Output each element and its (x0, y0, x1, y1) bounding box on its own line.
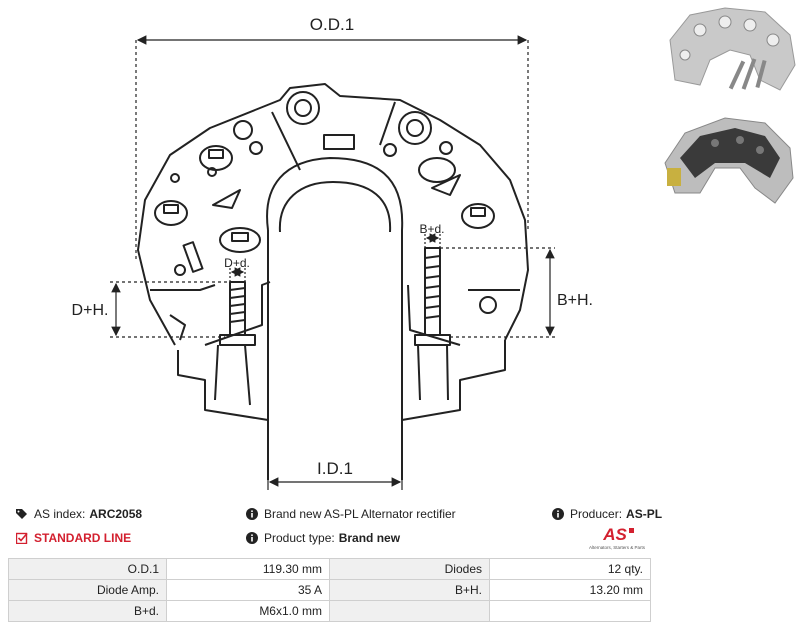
description-row: Brand new AS-PL Alternator rectifier (246, 507, 456, 521)
spec-value: 119.30 mm (166, 558, 330, 580)
logo-mark: AS (602, 525, 627, 544)
as-index-row: AS index: ARC2058 (16, 507, 142, 521)
spec-value: 13.20 mm (489, 579, 651, 601)
dim-dh-label: D+H. (72, 302, 109, 319)
spec-label: Diode Amp. (8, 579, 167, 601)
dim-id-label: I.D.1 (317, 459, 353, 478)
spec-label: O.D.1 (8, 558, 167, 580)
table-row: Diode Amp. 35 A B+H. 13.20 mm (8, 579, 651, 601)
table-row: B+d. M6x1.0 mm (8, 600, 651, 622)
standard-line-label: STANDARD LINE (34, 531, 132, 545)
table-row: O.D.1 119.30 mm Diodes 12 qty. (8, 558, 651, 580)
as-index-label: AS index: (34, 507, 86, 521)
producer-value: AS-PL (626, 507, 663, 521)
producer-label: Producer: (570, 507, 623, 521)
dim-od-label: O.D.1 (310, 15, 354, 34)
producer-row: Producer: AS-PL (552, 507, 662, 521)
product-type-label: Product type: (264, 531, 335, 545)
as-pl-logo: AS Alternators, Starters & Parts (589, 525, 646, 550)
technical-drawing: O.D.1 I.D.1 D+H. B+H. D+d. B+d. (72, 15, 593, 490)
description-text: Brand new AS-PL Alternator rectifier (264, 507, 456, 521)
tags-icon (16, 509, 27, 519)
spec-value: M6x1.0 mm (166, 600, 330, 622)
spec-label: B+d. (8, 600, 167, 622)
as-index-value: ARC2058 (89, 507, 143, 521)
product-photo-bottom[interactable] (655, 108, 800, 223)
specs-table: O.D.1 119.30 mm Diodes 12 qty. Diode Amp… (8, 558, 651, 622)
product-type-value: Brand new (338, 531, 401, 545)
spec-value (489, 600, 651, 622)
spec-value: 35 A (166, 579, 330, 601)
dim-dd-label: D+d. (224, 256, 250, 270)
product-photo-top[interactable] (655, 0, 800, 115)
spec-label (329, 600, 490, 622)
info-icon (552, 508, 564, 520)
spec-value: 12 qty. (489, 558, 651, 580)
info-icon (246, 508, 258, 520)
checkbox-icon (16, 532, 28, 544)
spec-label: Diodes (329, 558, 490, 580)
logo-tagline: Alternators, Starters & Parts (589, 545, 646, 550)
standard-line-row: STANDARD LINE (16, 531, 131, 545)
info-icon (246, 532, 258, 544)
spec-label: B+H. (329, 579, 490, 601)
dim-bh-label: B+H. (557, 292, 593, 309)
dim-bd-label: B+d. (419, 222, 444, 236)
product-type-row: Product type: Brand new (246, 531, 400, 545)
